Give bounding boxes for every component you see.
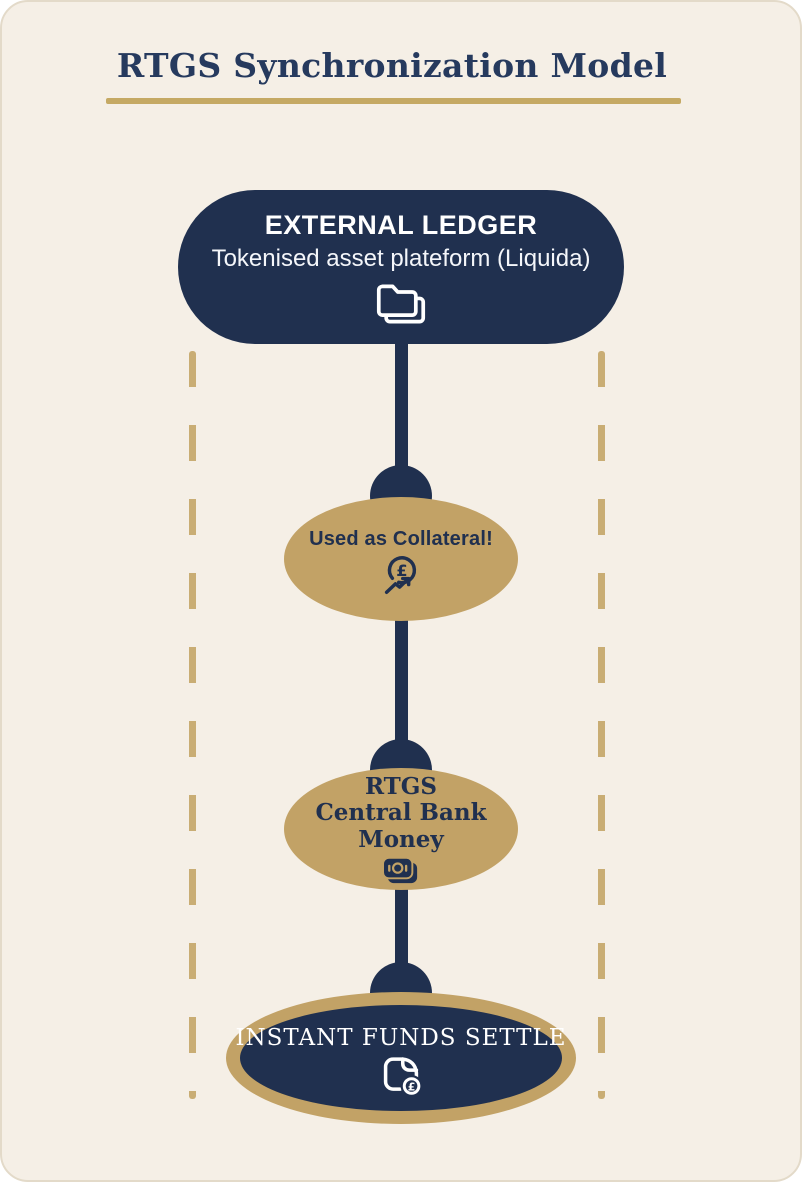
settlement-label: INSTANT FUNDS SETTLE [235, 1025, 567, 1051]
pound-trend-icon: £ [384, 555, 417, 594]
folders-icon [376, 284, 426, 324]
external-ledger-title: EXTERNAL LEDGER [264, 209, 538, 240]
external-ledger-subtitle: Tokenised asset plateform (Liquida) [211, 245, 591, 273]
dashed-line-right [598, 351, 605, 1099]
node-used-as-collateral: Used as Collateral! £ [284, 497, 518, 621]
rtgs-label-line1: RTGS [364, 773, 438, 800]
node-external-ledger: EXTERNAL LEDGER Tokenised asset platefor… [178, 190, 624, 344]
banknotes-icon [382, 857, 418, 884]
rtgs-label-line2: Central Bank Money [315, 799, 487, 853]
collateral-label: Used as Collateral! [309, 527, 493, 550]
title-underline [106, 98, 681, 104]
instant-funds-settle-inner: INSTANT FUNDS SETTLE £ [235, 1005, 566, 1111]
note-pound-icon: £ [383, 1057, 423, 1097]
pound-symbol: £ [408, 1080, 416, 1093]
pound-symbol: £ [396, 560, 407, 579]
node-instant-funds-settle: INSTANT FUNDS SETTLE £ [226, 992, 576, 1124]
page-title: RTGS Synchronization Model [116, 46, 668, 85]
node-rtgs-central-bank-money: RTGS Central Bank Money [284, 768, 518, 890]
connector-line [394, 342, 408, 1052]
dashed-line-left [189, 351, 196, 1099]
